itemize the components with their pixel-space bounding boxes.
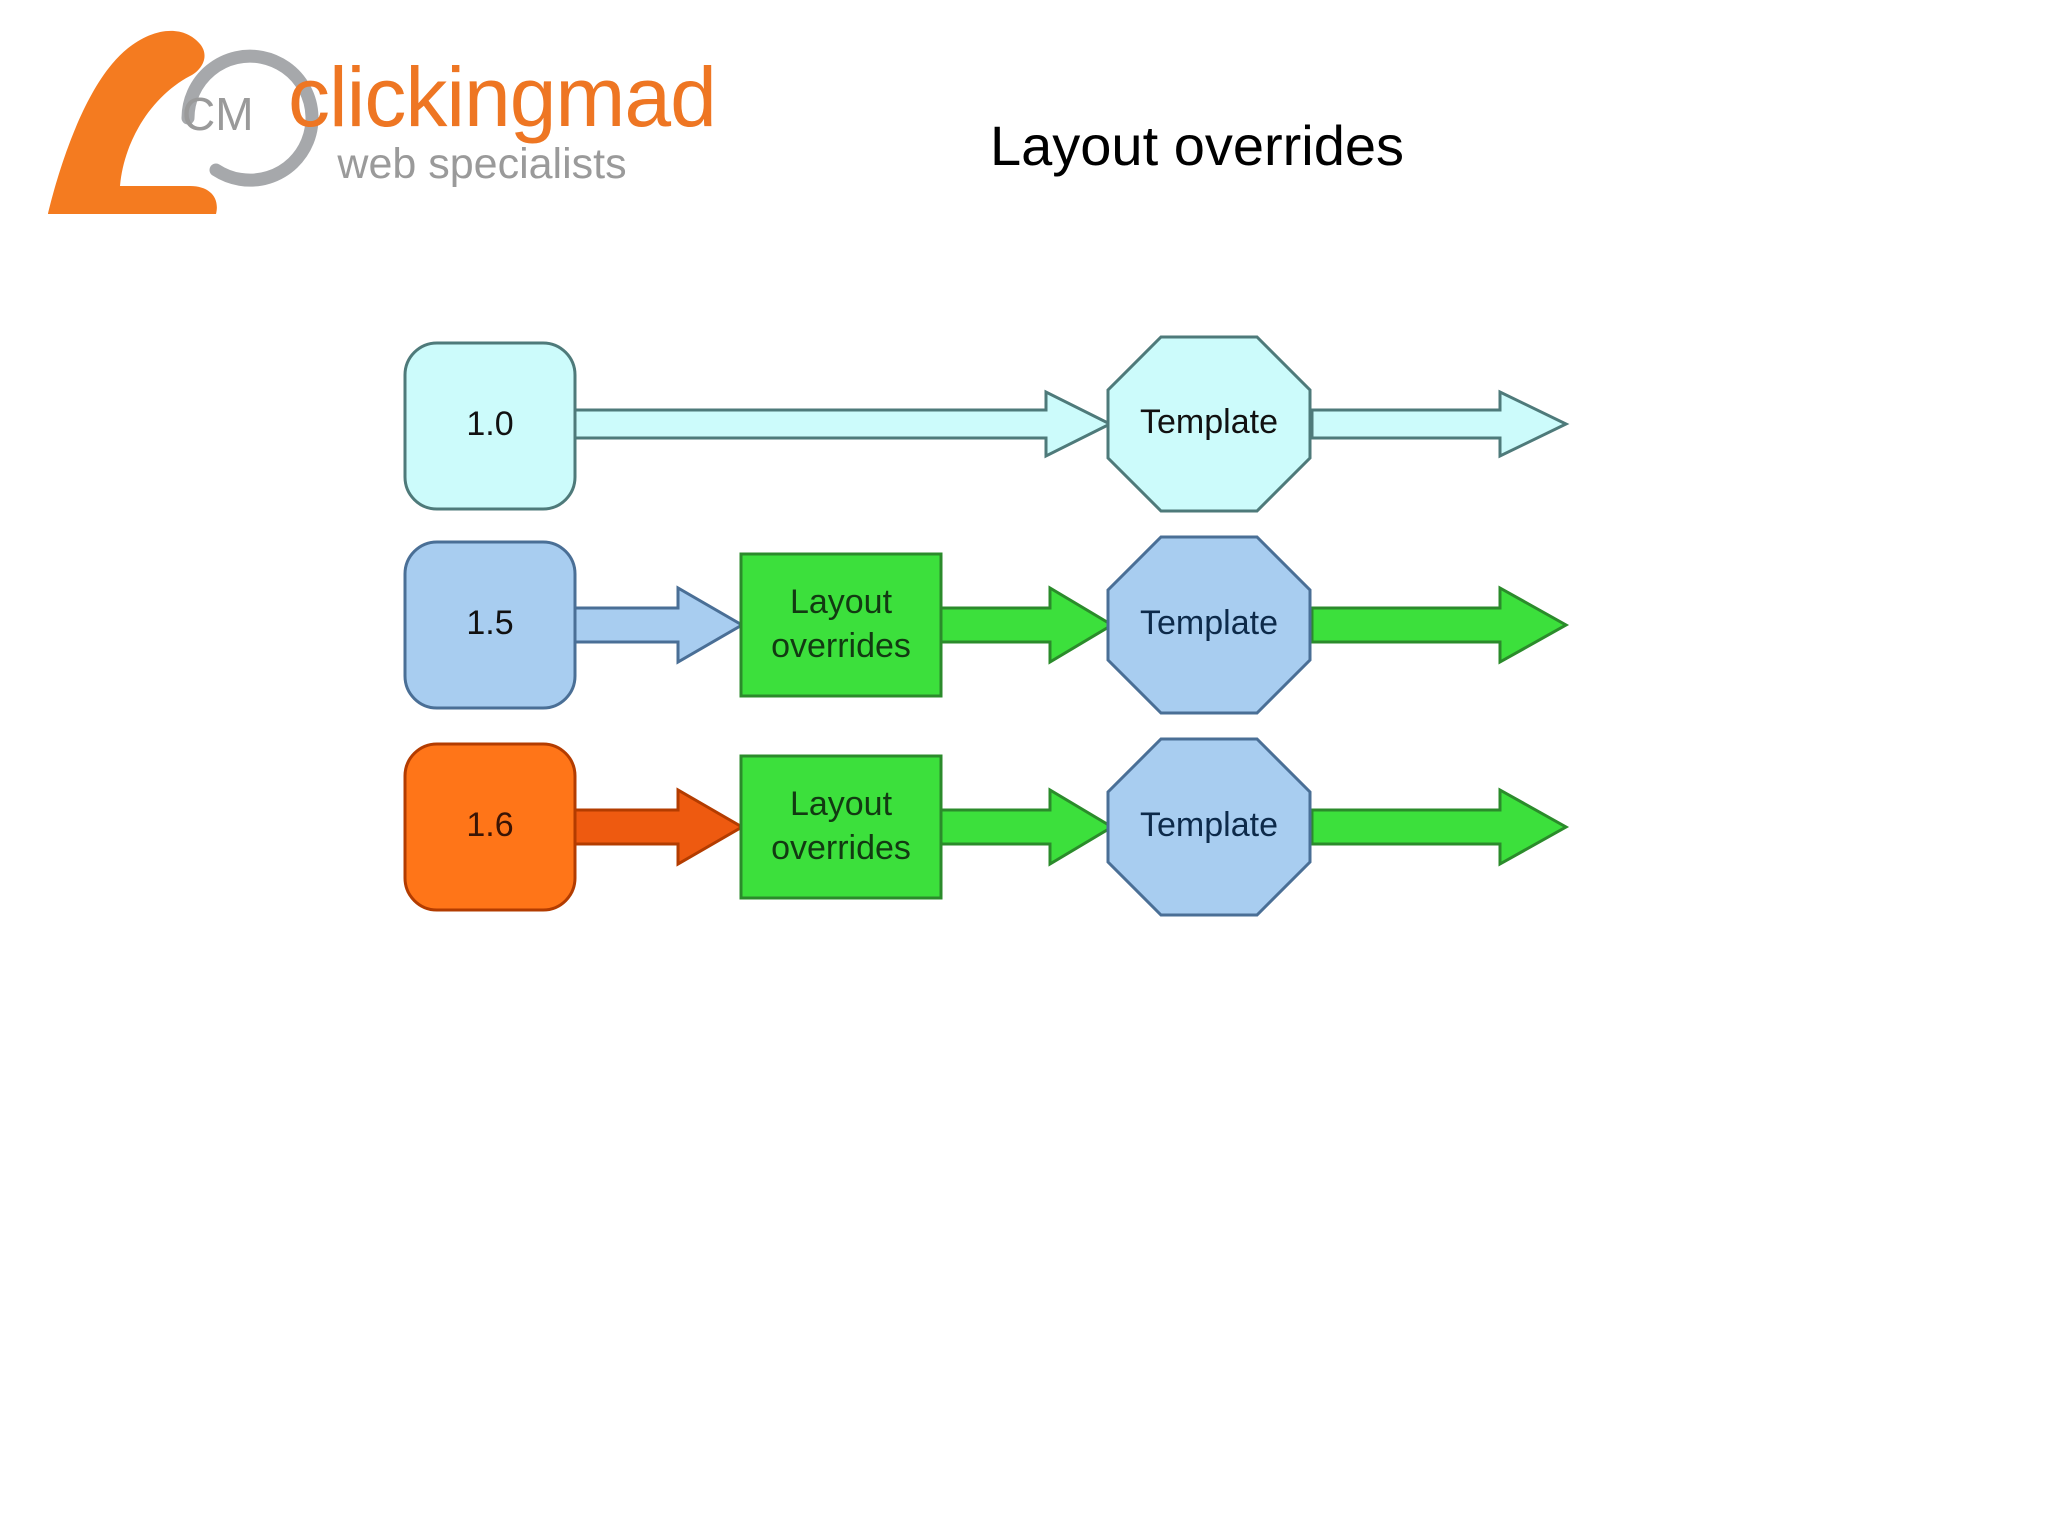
flow-row-1-0: 1.0 Template bbox=[403, 335, 1570, 513]
override-box-1-5[interactable] bbox=[739, 552, 943, 698]
brand-logo: CM clickingmad web specialists bbox=[40, 18, 760, 218]
template-octagon-1-5-label: Template bbox=[1140, 604, 1278, 642]
logo-initials: CM bbox=[182, 88, 254, 140]
template-octagon-1-0[interactable] bbox=[1106, 335, 1312, 513]
version-box-1-5-label: 1.5 bbox=[466, 604, 513, 642]
arrow-template-out-1-5 bbox=[1310, 585, 1570, 665]
arrow-1-6-to-overrides bbox=[570, 787, 745, 867]
override-box-1-6-line1: Layout bbox=[790, 785, 893, 823]
override-box-1-5-line2: overrides bbox=[771, 627, 911, 665]
template-octagon-1-6[interactable] bbox=[1106, 737, 1312, 917]
override-box-1-6[interactable] bbox=[739, 754, 943, 900]
logo-tagline: web specialists bbox=[336, 140, 626, 188]
flow-row-1-5: 1.5 Layout overrides Template bbox=[403, 535, 1570, 715]
logo-swoosh-icon bbox=[48, 30, 217, 214]
arrow-1-0-to-template bbox=[568, 389, 1114, 459]
arrow-template-out-1-6 bbox=[1310, 787, 1570, 867]
logo-ring-icon bbox=[181, 49, 319, 187]
template-octagon-1-5[interactable] bbox=[1106, 535, 1312, 715]
arrow-overrides-to-template-1-6 bbox=[936, 787, 1115, 867]
template-octagon-1-6-label: Template bbox=[1140, 806, 1278, 844]
version-box-1-6-label: 1.6 bbox=[466, 806, 513, 844]
flow-row-1-6: 1.6 Layout overrides Template bbox=[403, 737, 1570, 917]
override-box-1-5-line1: Layout bbox=[790, 583, 893, 621]
arrow-overrides-to-template-1-5 bbox=[936, 585, 1115, 665]
page-title: Layout overrides bbox=[990, 114, 1405, 177]
version-box-1-5[interactable] bbox=[403, 540, 577, 710]
template-octagon-1-0-label: Template bbox=[1140, 403, 1278, 441]
arrow-1-5-to-overrides bbox=[570, 585, 745, 665]
arrow-template-out-1-0 bbox=[1310, 389, 1570, 459]
logo-wordmark: clickingmad bbox=[288, 50, 716, 144]
version-box-1-0-label: 1.0 bbox=[466, 405, 513, 443]
version-box-1-0[interactable] bbox=[403, 341, 577, 511]
version-box-1-6[interactable] bbox=[403, 742, 577, 912]
override-box-1-6-line2: overrides bbox=[771, 829, 911, 867]
